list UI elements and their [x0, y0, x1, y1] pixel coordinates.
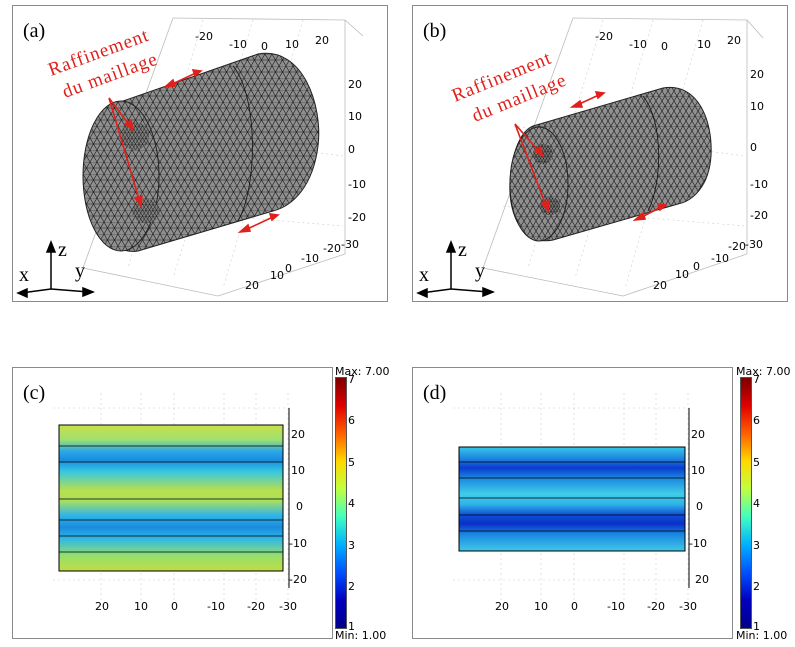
x-tick: 0	[571, 600, 578, 613]
y-tick: 20	[695, 573, 709, 586]
colorbar-tick: 3	[753, 539, 760, 552]
surface-map-c: 20 10 0 -10 -20 20 10 0 -10 -20 -30	[53, 393, 307, 613]
colorbar-gradient	[335, 377, 347, 629]
tick-top: -20	[595, 30, 613, 43]
tick-right: 10	[750, 100, 764, 113]
colorbar-max-label: Max: 7.00	[335, 365, 390, 378]
panel-label: (b)	[423, 20, 447, 42]
tick-right: -30	[745, 238, 763, 251]
x-tick: 20	[95, 600, 109, 613]
colorbar-tick: 3	[348, 539, 355, 552]
tick-bottom: 0	[285, 262, 292, 275]
panel-label: (c)	[23, 382, 46, 404]
tick-bottom: 20	[245, 279, 259, 292]
mesh-view-a: Raffinement du maillage -20 -10 0 10 20 …	[16, 17, 366, 299]
colorbar-tick: 6	[348, 414, 355, 427]
colorbar-min-label: Min: 1.00	[736, 629, 788, 642]
tick-top: 20	[315, 34, 329, 47]
mesh-view-b: Raffinement du maillage -20 -10 0 10 20 …	[416, 17, 768, 299]
colorbar-tick: 7	[753, 373, 760, 386]
colorbar-tick: 6	[753, 414, 760, 427]
panel-b: (b) Raffine	[412, 5, 788, 302]
colorbar-max-label: Max: 7.00	[736, 365, 791, 378]
tick-right: -10	[750, 178, 768, 191]
x-tick: 20	[495, 600, 509, 613]
tick-top: -10	[229, 38, 247, 51]
x-tick: -10	[607, 600, 625, 613]
x-tick: 0	[171, 600, 178, 613]
tick-bottom: -20	[728, 240, 746, 253]
y-tick: -10	[689, 537, 707, 550]
tick-top: -20	[195, 30, 213, 43]
tick-right: -30	[341, 238, 359, 251]
tick-right: 0	[750, 141, 757, 154]
y-tick: 10	[291, 464, 305, 477]
colorbar-d: Max: 7.00 7 6 5 4 3 2 1 Min: 1.00	[736, 365, 794, 647]
panel-d: (d)	[412, 367, 733, 639]
colorbar-tick: 1	[348, 620, 355, 633]
axis-y-label: y	[475, 260, 485, 282]
colorbar-min-label: Min: 1.00	[335, 629, 387, 642]
axis-triad	[416, 239, 496, 299]
x-tick: -20	[247, 600, 265, 613]
colorbar-c: Max: 7.00 7 6 5 4 3 2 1 Min: 1.00	[335, 365, 393, 647]
y-tick: 10	[691, 464, 705, 477]
colorbar-tick: 2	[348, 580, 355, 593]
colorbar-tick: 4	[753, 497, 760, 510]
x-tick: -30	[279, 600, 297, 613]
y-tick: 0	[296, 500, 303, 513]
panel-a: (a)	[12, 5, 388, 302]
tick-bottom: 20	[653, 279, 667, 292]
surface-map-d: 20 10 0 -10 20 20 10 0 -10 -20 -30	[453, 393, 709, 613]
colorbar-tick: 5	[348, 456, 355, 469]
panel-c: (c)	[12, 367, 333, 639]
panel-label: (a)	[23, 20, 46, 42]
tick-right: 20	[348, 78, 362, 91]
axis-z-label: z	[58, 239, 67, 261]
colorbar-tick: 4	[348, 497, 355, 510]
colorbar-tick: 1	[753, 620, 760, 633]
tick-top: 0	[661, 40, 668, 53]
tick-bottom: -10	[711, 252, 729, 265]
tick-top: 0	[261, 40, 268, 53]
colorbar-gradient	[740, 377, 752, 629]
colorbar-tick: 7	[348, 373, 355, 386]
tick-bottom: 10	[270, 269, 284, 282]
x-tick: -30	[679, 600, 697, 613]
tick-right: -10	[348, 178, 366, 191]
axis-z-label: z	[458, 239, 467, 261]
tick-bottom: -20	[323, 242, 341, 255]
tick-right: 0	[348, 143, 355, 156]
tick-right: 10	[348, 110, 362, 123]
tick-top: -10	[629, 38, 647, 51]
y-tick: -20	[289, 573, 307, 586]
y-tick: 0	[696, 500, 703, 513]
y-tick: 20	[691, 428, 705, 441]
y-tick: -10	[289, 537, 307, 550]
x-tick: 10	[534, 600, 548, 613]
x-tick: -20	[647, 600, 665, 613]
x-tick: -10	[207, 600, 225, 613]
axis-triad	[16, 239, 96, 299]
tick-bottom: 0	[693, 260, 700, 273]
tick-bottom: 10	[675, 268, 689, 281]
axis-y-label: y	[75, 260, 85, 282]
axis-x-label: x	[19, 264, 29, 286]
x-tick: 10	[134, 600, 148, 613]
tick-top: 20	[727, 34, 741, 47]
tick-right: -20	[348, 211, 366, 224]
axis-x-label: x	[419, 264, 429, 286]
tick-bottom: -10	[301, 252, 319, 265]
tick-top: 10	[697, 38, 711, 51]
panel-label: (d)	[423, 382, 447, 404]
colorbar-tick: 5	[753, 456, 760, 469]
tick-top: 10	[285, 38, 299, 51]
y-tick: 20	[291, 428, 305, 441]
colorbar-tick: 2	[753, 580, 760, 593]
tick-right: -20	[750, 209, 768, 222]
tick-right: 20	[750, 68, 764, 81]
